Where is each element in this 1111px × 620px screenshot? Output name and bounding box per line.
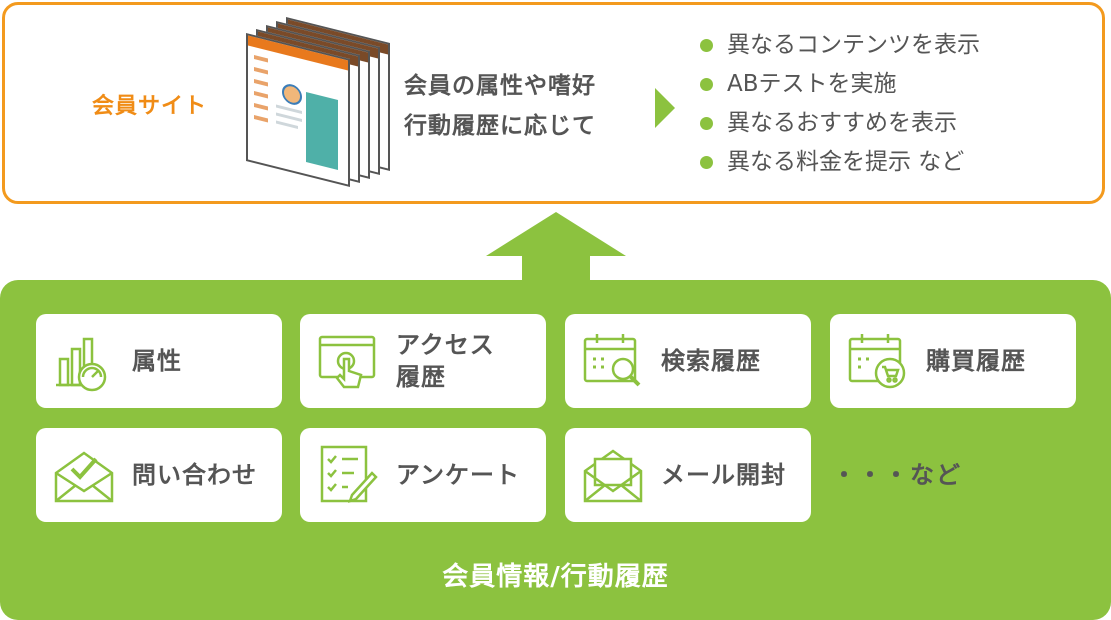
outcome-list: 異なるコンテンツを表示 ABテストを実施 異なるおすすめを表示 異なる料金を提示… — [700, 26, 980, 182]
data-card-search-history: 検索履歴 — [565, 314, 811, 408]
etc-label: ・・・など — [832, 461, 962, 489]
data-card-purchase-history: 購買履歴 — [830, 314, 1076, 408]
data-card-label: 属性 — [132, 347, 182, 375]
data-card-label: 検索履歴 — [661, 347, 761, 375]
up-arrow-icon — [486, 212, 626, 282]
data-card-label: メール開封 — [661, 461, 786, 489]
data-card-access-history: アクセス 履歴 — [300, 314, 546, 408]
list-item: ABテストを実施 — [700, 65, 980, 104]
checklist-pen-icon — [320, 445, 378, 503]
data-card-inquiries: 問い合わせ — [36, 428, 282, 522]
member-data-title: 会員情報/行動履歴 — [442, 562, 669, 592]
condition-line-2: 行動履歴に応じて — [404, 113, 596, 139]
list-item: 異なる料金を提示 など — [700, 143, 980, 182]
list-item: 異なるコンテンツを表示 — [700, 26, 980, 65]
bar-chart-gauge-icon — [56, 337, 107, 392]
list-item: 異なるおすすめを表示 — [700, 104, 980, 143]
bullet-dot-icon — [700, 117, 713, 130]
data-card-label: アンケート — [396, 461, 521, 489]
data-card-label: アクセス 履歴 — [396, 331, 495, 391]
bullet-dot-icon — [700, 78, 713, 91]
calendar-cart-icon — [848, 334, 906, 389]
calendar-search-icon — [583, 334, 641, 387]
condition-line-1: 会員の属性や嗜好 — [404, 73, 596, 99]
data-card-survey: アンケート — [300, 428, 546, 522]
member-site-label: 会員サイト — [92, 94, 208, 119]
personalization-condition-text: 会員の属性や嗜好 行動履歴に応じて — [404, 66, 596, 146]
data-card-email-open: メール開封 — [565, 428, 811, 522]
envelope-check-icon — [54, 451, 114, 503]
browser-click-icon — [318, 335, 376, 389]
data-card-label: 問い合わせ — [132, 461, 257, 489]
data-card-attributes: 属性 — [36, 314, 282, 408]
stacked-screens-illustration — [246, 17, 396, 190]
member-site-panel — [2, 2, 1105, 204]
bullet-dot-icon — [700, 156, 713, 169]
open-envelope-icon — [583, 449, 643, 503]
triangle-right-icon — [655, 88, 675, 128]
data-card-label: 購買履歴 — [926, 347, 1026, 375]
bullet-dot-icon — [700, 39, 713, 52]
